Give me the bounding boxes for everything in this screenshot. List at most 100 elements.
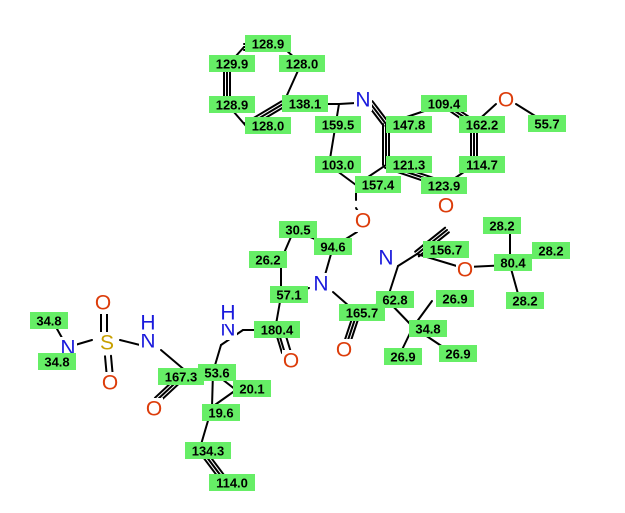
shift-label: 55.7: [534, 117, 559, 132]
shift-label-box: [386, 116, 432, 133]
atom-quinoline-n-background: [354, 89, 372, 111]
shift-label: 159.5: [322, 118, 355, 133]
shift-label-box: [314, 238, 352, 255]
shift-label: 156.7: [430, 243, 463, 258]
shift-label-box: [198, 364, 236, 381]
shift-label-box: [282, 95, 328, 112]
shift-label-box: [439, 345, 477, 362]
atom-acyl-o: O: [146, 398, 162, 421]
shift-label-box: [233, 380, 271, 397]
shift-label: 53.6: [204, 366, 229, 381]
shift-label: 103.0: [322, 158, 355, 173]
atom-sulfonamide-nh: N: [140, 330, 155, 353]
atom-sulfonyl-o-top-background: [94, 292, 112, 314]
atom-sulfonyl-o-bottom: O: [102, 372, 118, 395]
atom-amide-carbonyl-o-background: [335, 339, 353, 361]
shift-label: 62.8: [382, 293, 407, 308]
shift-label-box: [436, 290, 474, 307]
shift-label-box: [421, 95, 467, 112]
shift-label: 34.8: [44, 355, 69, 370]
shift-label: 109.4: [428, 97, 461, 112]
shift-label: 30.5: [285, 223, 310, 238]
shift-label: 128.9: [252, 37, 285, 52]
shift-label: 128.0: [252, 119, 285, 134]
shift-label-box: [315, 156, 361, 173]
shift-label-box: [30, 312, 68, 329]
shift-label-box: [158, 368, 204, 385]
shift-label-box: [270, 286, 308, 303]
shift-label-box: [355, 176, 401, 193]
shift-label: 28.2: [538, 244, 563, 259]
shift-label: 20.1: [239, 382, 264, 397]
bond: [338, 102, 357, 105]
shift-label: 28.2: [489, 219, 514, 234]
atom-amide-h: H: [220, 302, 235, 325]
shift-label: 167.3: [165, 370, 198, 385]
shift-label: 57.1: [276, 288, 301, 303]
shift-label: 26.2: [255, 253, 280, 268]
shift-label: 80.4: [500, 256, 526, 271]
shift-label-box: [506, 292, 544, 309]
atom-amide-carbonyl-o: O: [336, 339, 352, 362]
atom-methoxy-o-background: [497, 89, 515, 111]
atom-proline-n-background: [312, 273, 330, 295]
shift-label-box: [494, 254, 532, 271]
atom-sulfonamide-h-background: [139, 312, 157, 334]
shift-label: 26.9: [390, 350, 415, 365]
bond: [397, 253, 418, 267]
shift-label-box: [202, 404, 240, 421]
shift-label: 165.7: [346, 306, 379, 321]
shift-label-box: [532, 242, 570, 259]
atom-carbamate-ester-o-background: [456, 259, 474, 281]
shift-label-box: [423, 241, 469, 258]
shift-label-box: [339, 304, 385, 321]
atom-amide2-carbonyl-o: O: [283, 350, 299, 373]
atom-sulfonyl-o-bottom-background: [101, 372, 119, 394]
shift-label: 34.8: [415, 322, 440, 337]
shift-label: 121.3: [393, 158, 426, 173]
shift-label: 157.4: [362, 178, 395, 193]
atom-proline-n: N: [313, 273, 328, 296]
atom-ether-o-background: [354, 210, 372, 232]
shift-label: 26.9: [445, 347, 470, 362]
shift-label: 180.4: [261, 323, 294, 338]
shift-label-box: [421, 177, 467, 194]
atom-sulfonamide-nh-background: [139, 330, 157, 352]
shift-label-box: [279, 221, 317, 238]
shift-label: 162.2: [466, 118, 499, 133]
shift-label: 114.0: [216, 476, 248, 491]
shift-label-box: [409, 320, 447, 337]
shift-label-box: [209, 96, 255, 113]
shift-label: 134.3: [192, 444, 225, 459]
bond: [119, 339, 141, 346]
shift-label-box: [245, 35, 291, 52]
shift-label-box: [279, 55, 325, 72]
shift-label: 129.9: [216, 57, 249, 72]
atom-carbamate-carbonyl-o-background: [437, 195, 455, 217]
shift-label-box: [254, 321, 300, 338]
shift-label: 28.2: [512, 294, 537, 309]
shift-label-box: [459, 116, 505, 133]
shift-label-box: [315, 116, 361, 133]
shift-label: 147.8: [393, 118, 426, 133]
shift-label-box: [209, 474, 255, 491]
shift-label: 34.8: [36, 314, 61, 329]
shift-label-box: [376, 291, 414, 308]
shift-label-box: [38, 353, 76, 370]
atom-carbamate-ester-o: O: [457, 259, 473, 282]
bond: [328, 103, 340, 166]
atom-acyl-o-background: [145, 398, 163, 420]
shift-label: 123.9: [428, 179, 461, 194]
bond: [369, 102, 387, 125]
atom-amide-h-background: [219, 302, 237, 324]
atom-carbamate-nh: N: [378, 247, 393, 270]
shift-label: 128.0: [286, 57, 319, 72]
atom-quinoline-n: N: [355, 89, 370, 112]
shift-label: 26.9: [442, 292, 467, 307]
shift-label-box: [459, 156, 505, 173]
shift-label-box: [483, 217, 521, 234]
shift-label-box: [386, 156, 432, 173]
double-bond-line: [371, 100, 390, 124]
